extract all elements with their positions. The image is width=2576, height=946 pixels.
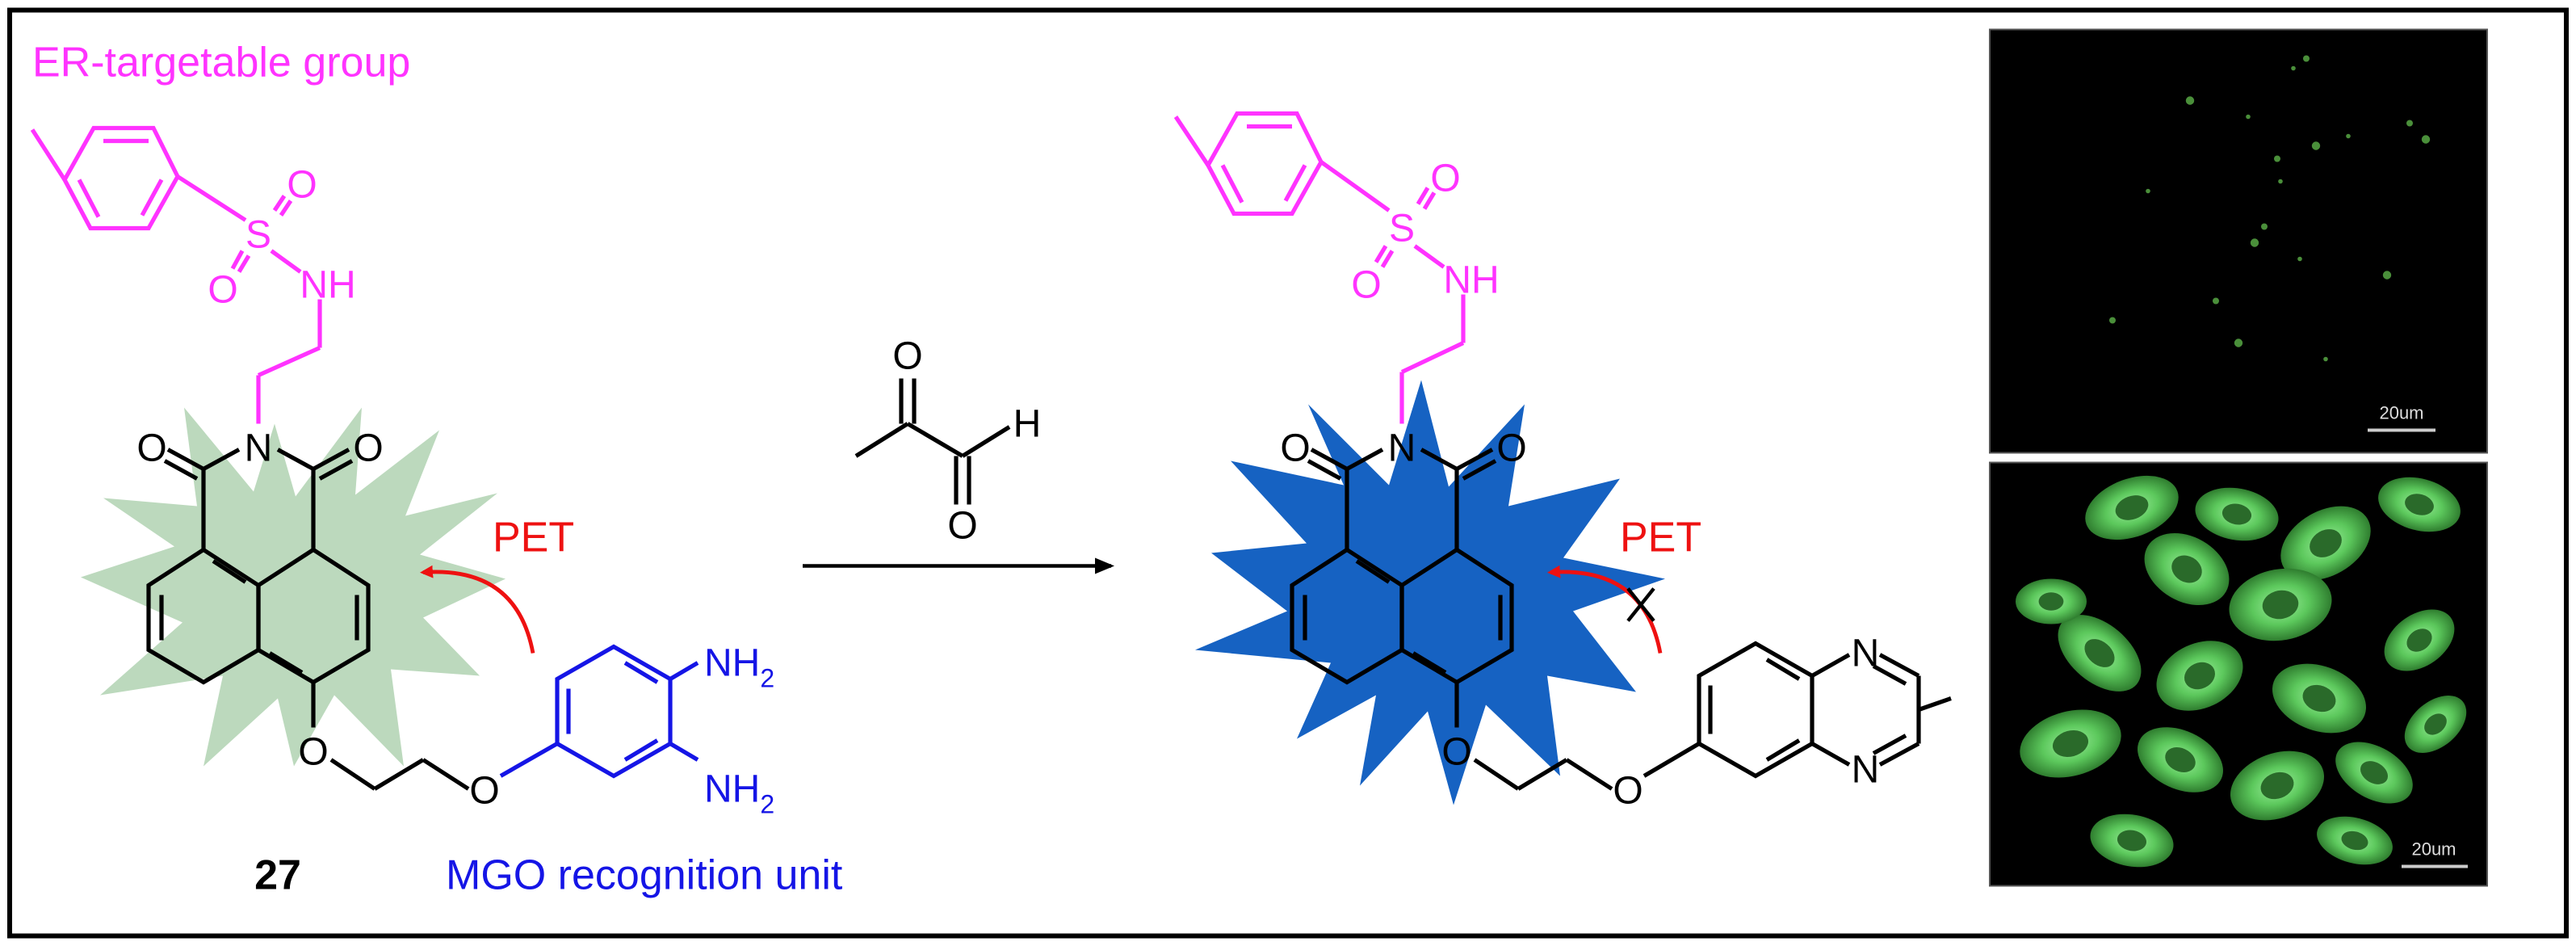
fluorescence-speck [2291,65,2296,71]
oxygen-atom-right-2: O [1351,264,1381,307]
fluorescence-burst-blue [1195,380,1665,805]
fluorescent-cell [2058,615,2142,692]
fluorescence-speck [2274,155,2280,162]
fluorescent-cell [2229,568,2332,641]
ether-oxygen-left-2: O [469,770,499,813]
amine-bottom: NH2 [704,768,774,819]
compound-number: 27 [254,852,301,899]
fluorescent-cell [2085,475,2179,540]
quinoxaline-nitrogen-1: N [1852,633,1880,675]
scale-label-top: 20um [2379,403,2423,423]
fluorescent-cell [2144,532,2230,606]
micrograph-top: 20um [1989,28,2488,454]
fluorescent-cell [2195,487,2279,541]
fluorescence-speck [2311,141,2321,150]
reagent-oxygen-2: O [947,505,977,548]
amine-top: NH2 [704,642,774,693]
reagent-oxygen-1: O [892,335,922,378]
tolyl-ring-right [1173,111,1466,424]
pet-label-left: PET [493,515,574,561]
fluorescence-speck [2346,133,2351,139]
faint-fluorescence-specks [2109,55,2431,362]
fluorescence-burst-pale [81,407,506,767]
fluorescent-cell [2280,506,2371,581]
fluorescence-speck [2421,135,2431,144]
fluorescence-speck [2278,179,2283,184]
imide-nitrogen-right: N [1388,427,1416,470]
pet-arrow-right [1547,565,1663,654]
nh-atom-right: NH [1443,259,1499,302]
fluorescence-speck [2246,114,2251,120]
fluorescence-speck [2250,238,2259,247]
nh-atom-left: NH [300,264,355,307]
diaminophenyl-ring [499,644,699,779]
fluorescent-cell [2090,814,2174,868]
fluorescence-speck [2185,96,2195,105]
pet-blocked-cross [1626,587,1655,622]
mgo-recognition-label: MGO recognition unit [446,852,843,899]
ether-oxygen-right-2: O [1613,770,1643,813]
fluorescent-cell [2272,663,2367,734]
fluorescent-cell [2016,578,2087,624]
ether-oxygen-left-1: O [298,731,328,774]
fluorescent-cell [2156,641,2243,711]
fluorescent-cell [2378,477,2461,532]
ether-oxygen-right-1: O [1441,731,1471,774]
reagent-hydrogen: H [1013,403,1042,446]
imide-nitrogen-left: N [245,427,273,470]
pet-label-right: PET [1620,515,1701,561]
probe-27-structure: S O O NH N O O O O [30,40,843,899]
fluorescence-speck [2234,338,2243,347]
fluorescent-cell [2404,696,2467,753]
micrograph-bottom: 20um [1989,461,2488,887]
fluorescent-cell [2335,742,2413,804]
fluorescence-speck [2382,271,2392,280]
fluorescent-cell [2230,750,2325,821]
naphthalimide-core-left [146,448,470,791]
sulfur-atom-right: S [1389,208,1415,250]
oxygen-atom-left-2: O [208,269,237,312]
tolyl-ring-left [30,125,322,424]
er-targetable-label: ER-targetable group [32,40,410,86]
fluorescence-speck [2297,256,2302,262]
quinoxaline-nitrogen-2: N [1852,749,1880,792]
product-structure: S O O NH N O O O O [1173,111,1952,813]
fluorescence-speck [2303,55,2310,62]
quinoxaline-ring [1643,641,1952,779]
oxygen-atom-right-1: O [1430,158,1460,200]
pet-arrow-left [420,565,535,654]
fluorescent-cell [2384,609,2455,671]
fluorescence-speck [2406,120,2413,127]
fluorescence-speck [2261,223,2268,230]
fluorescent-cell [2138,727,2223,793]
carbonyl-oxygen-right-2: O [1496,427,1526,470]
scale-label-bottom: 20um [2411,839,2456,860]
fluorescence-speck [2323,356,2328,362]
fluorescence-speck [2109,317,2116,324]
sulfur-atom-left: S [245,214,271,257]
fluorescence-speck [2213,297,2219,305]
naphthalimide-core-right [1290,448,1613,791]
carbonyl-oxygen-left-1: O [136,427,166,470]
fluorescence-speck [2146,188,2150,194]
methylglyoxal-reagent [854,378,1011,505]
oxygen-atom-left-1: O [287,164,317,207]
fluorescent-cell [2317,816,2393,865]
carbonyl-oxygen-left-2: O [353,427,383,470]
fluorescent-cells [2016,475,2467,868]
carbonyl-oxygen-right-1: O [1280,427,1310,470]
fluorescent-cell [2020,709,2121,778]
